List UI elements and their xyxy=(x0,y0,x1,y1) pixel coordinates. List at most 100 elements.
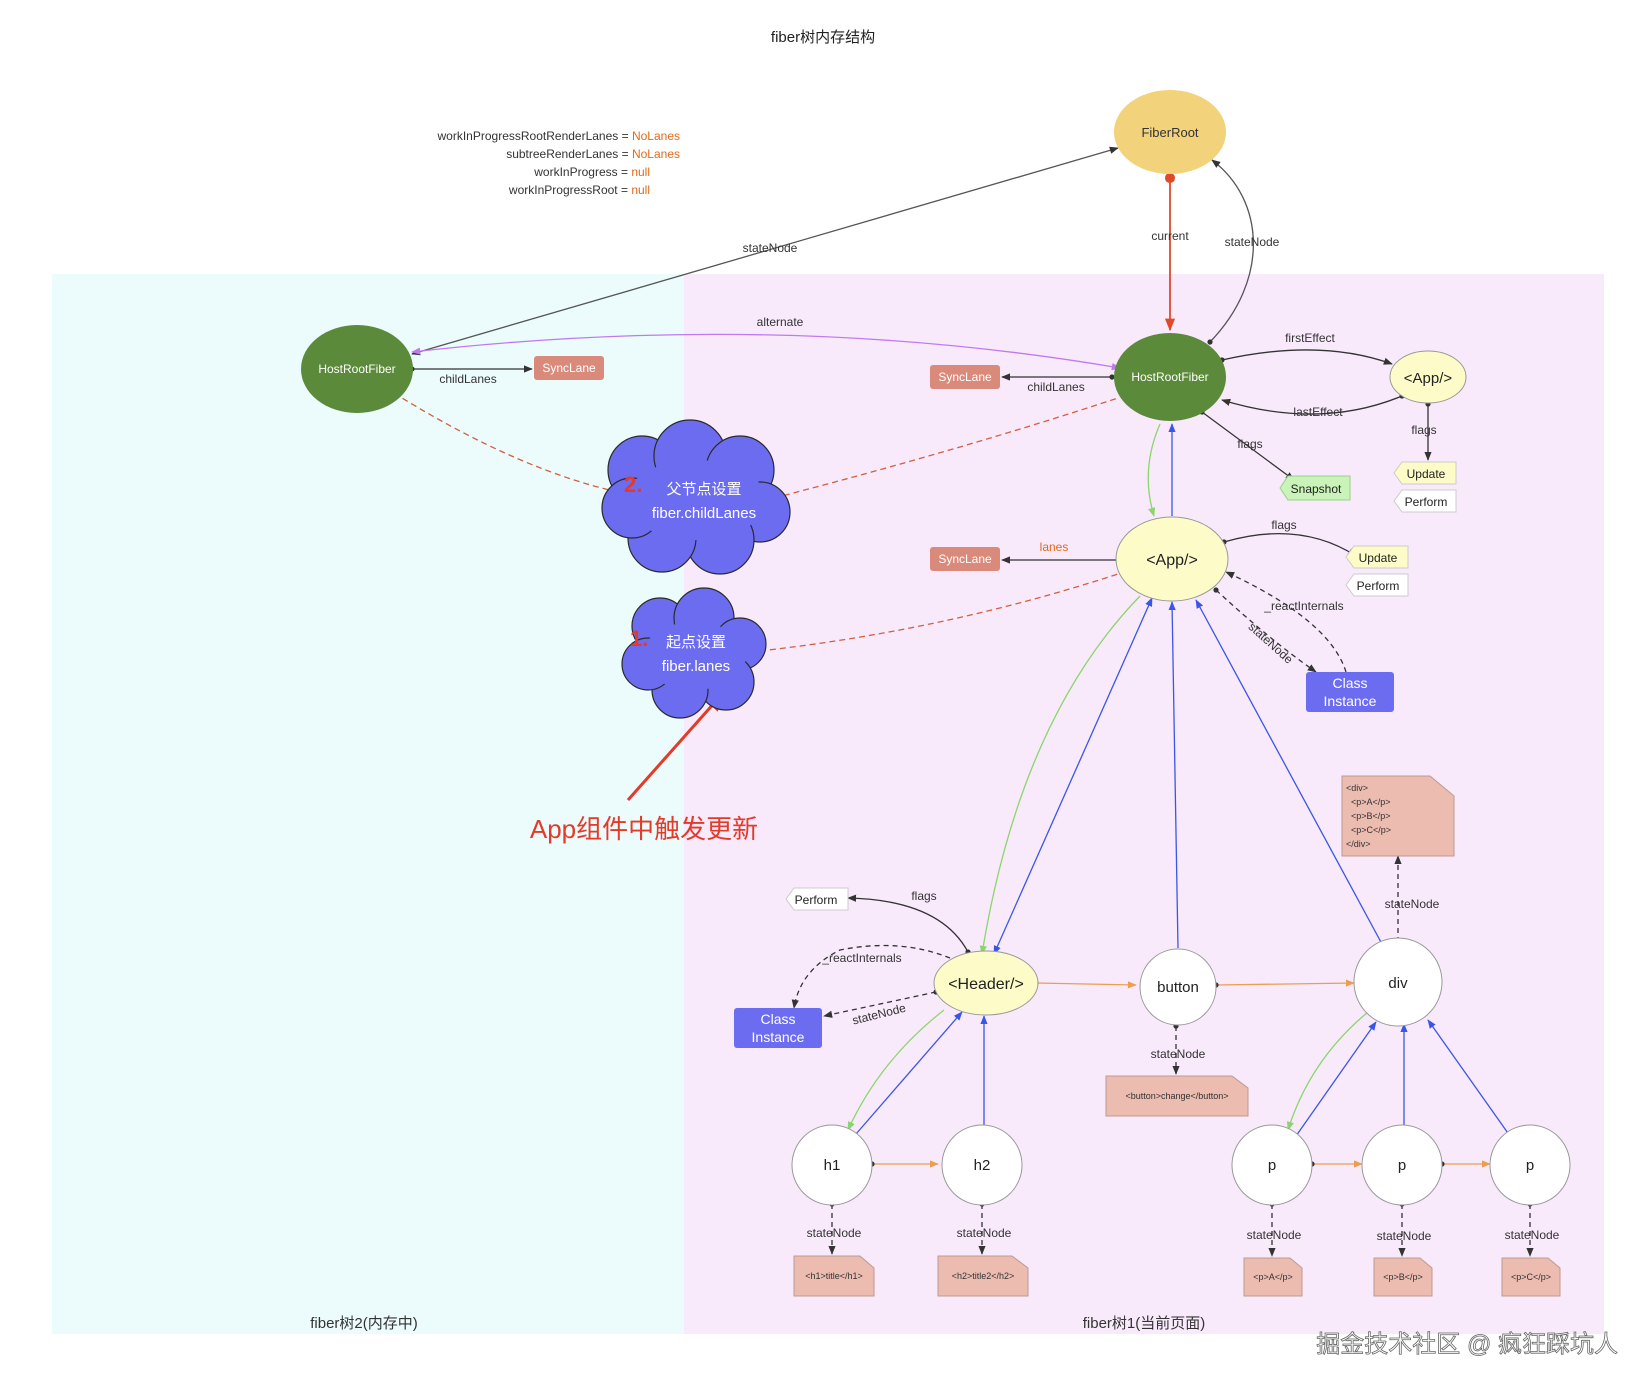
edge-label-react-internals: _reactInternals xyxy=(1263,599,1343,613)
watermark: 掘金技术社区 @ 疯狂踩坑人 xyxy=(1316,1331,1618,1358)
edge-label-statenode: stateNode xyxy=(1225,235,1280,249)
sync-lane-label: SyncLane xyxy=(938,370,992,384)
h1-doc-text: <h1>title</h1> xyxy=(805,1271,863,1281)
edge-label-statenode: stateNode xyxy=(1247,1228,1302,1242)
div-doc-line: </div> xyxy=(1346,839,1371,849)
h1-node xyxy=(791,1124,873,1206)
edge-app-flags xyxy=(1221,533,1357,557)
p-doc xyxy=(1501,1257,1561,1297)
header-node xyxy=(933,950,1039,1016)
global-var-line: workInProgressRootRenderLanes = NoLanes xyxy=(437,129,680,143)
cloud-step1-number: 1. xyxy=(630,626,648,651)
edge-header-react-internals xyxy=(791,944,951,1009)
edge-label-last-effect: lastEffect xyxy=(1293,405,1343,419)
edge-label-react-internals: _reactInternals xyxy=(821,951,901,965)
cloud-step1-title: 起点设置 xyxy=(666,634,726,651)
p-doc-text: <p>B</p> xyxy=(1383,1272,1423,1282)
edge-last-effect xyxy=(1221,393,1405,415)
cloud-step2-sub: fiber.childLanes xyxy=(652,505,756,522)
perform-tag xyxy=(1345,573,1409,597)
class-instance-label: Class xyxy=(1332,675,1367,691)
edge-return-p3-div xyxy=(1427,1019,1511,1137)
edge-sibling-button-div xyxy=(1213,979,1355,988)
host-root-fiber-right xyxy=(1114,333,1226,421)
edge-return-div-app xyxy=(1195,599,1383,945)
edge-return-button-app xyxy=(1168,601,1179,949)
edge-label-statenode: stateNode xyxy=(1505,1228,1560,1242)
class-instance-label: Instance xyxy=(752,1029,805,1045)
app-node-label: <App/> xyxy=(1146,552,1198,569)
p-node xyxy=(1231,1124,1313,1206)
h2-doc-text: <h2>title2</h2> xyxy=(952,1271,1015,1281)
edge-alternate xyxy=(411,333,1121,371)
p-node-label: p xyxy=(1526,1157,1534,1174)
update-annotation: App组件中触发更新 xyxy=(530,814,758,844)
edge-first-effect xyxy=(1219,349,1393,365)
edge-header-flags xyxy=(847,894,971,955)
edge-return-header-app xyxy=(993,597,1153,955)
edge-child-div-p1 xyxy=(1286,1011,1369,1131)
update-tag xyxy=(1345,545,1409,569)
edge-child-header-h1 xyxy=(847,1009,945,1131)
perform-tag xyxy=(1393,489,1457,513)
cloud-step2-number: 2. xyxy=(624,472,642,497)
edge-label-current: current xyxy=(1151,229,1189,243)
p-doc-text: <p>A</p> xyxy=(1253,1272,1293,1282)
snapshot-label: Snapshot xyxy=(1291,482,1342,496)
cloud-step2 xyxy=(601,419,791,575)
h1-node-label: h1 xyxy=(824,1157,841,1174)
h2-node-label: h2 xyxy=(974,1157,991,1174)
edge-return-p1-div xyxy=(1295,1021,1377,1137)
edge-root-flags xyxy=(1199,409,1295,481)
host-root-fiber-left xyxy=(301,325,413,413)
h2-node xyxy=(941,1124,1023,1206)
edge-label-statenode: stateNode xyxy=(743,241,798,255)
edge-label-first-effect: firstEffect xyxy=(1285,331,1335,345)
edge-label-alternate: alternate xyxy=(757,315,804,329)
sync-lane-tag xyxy=(930,365,1000,389)
button-node-label: button xyxy=(1157,979,1199,996)
p-node-label: p xyxy=(1268,1157,1276,1174)
perform-label: Perform xyxy=(1405,495,1448,509)
div-doc-line: <p>A</p> xyxy=(1346,797,1391,807)
app-effect-node xyxy=(1389,350,1467,404)
edge-child-root-app xyxy=(1147,423,1161,517)
diagram-title: fiber树内存结构 xyxy=(771,29,875,46)
button-node xyxy=(1139,948,1217,1026)
edge-return-h1-header xyxy=(855,1011,963,1135)
global-var-line: workInProgressRoot = null xyxy=(508,183,650,197)
perform-tag xyxy=(785,887,849,911)
host-root-fiber-left-label: HostRootFiber xyxy=(318,362,395,376)
update-label: Update xyxy=(1407,467,1446,481)
left-region-label: fiber树2(内存中) xyxy=(310,1315,418,1332)
fiber-root-label: FiberRoot xyxy=(1141,125,1198,140)
div-doc-line: <p>C</p> xyxy=(1346,825,1391,835)
class-instance-box xyxy=(1306,672,1394,712)
edge-label-flags: flags xyxy=(1411,423,1436,437)
div-doc-line: <p>B</p> xyxy=(1346,811,1391,821)
div-doc-line: <div> xyxy=(1346,783,1368,793)
div-doc xyxy=(1341,775,1455,857)
div-node xyxy=(1353,937,1443,1027)
right-region-label: fiber树1(当前页面) xyxy=(1083,1315,1206,1332)
edge-cloud2-right xyxy=(773,397,1119,500)
app-effect-label: <App/> xyxy=(1404,370,1453,387)
cloud-step1-sub: fiber.lanes xyxy=(662,658,730,675)
sync-lane-tag xyxy=(930,547,1000,571)
edge-cloud2-left xyxy=(401,397,619,494)
cloud-step1 xyxy=(621,587,767,719)
left-tree-region xyxy=(52,274,684,1334)
update-label: Update xyxy=(1359,551,1398,565)
p-doc xyxy=(1373,1257,1433,1297)
p-node-label: p xyxy=(1398,1157,1406,1174)
edge-label-statenode: stateNode xyxy=(807,1226,862,1240)
global-var-line: workInProgress = null xyxy=(533,165,650,179)
snapshot-tag xyxy=(1279,475,1351,501)
annotation-arrow xyxy=(626,690,726,801)
edge-label-flags: flags xyxy=(911,889,936,903)
sync-lane-label: SyncLane xyxy=(542,361,596,375)
cloud-step2-title: 父节点设置 xyxy=(666,481,741,498)
edge-label-childlanes: childLanes xyxy=(1027,380,1084,394)
host-root-fiber-right-label: HostRootFiber xyxy=(1131,370,1208,384)
